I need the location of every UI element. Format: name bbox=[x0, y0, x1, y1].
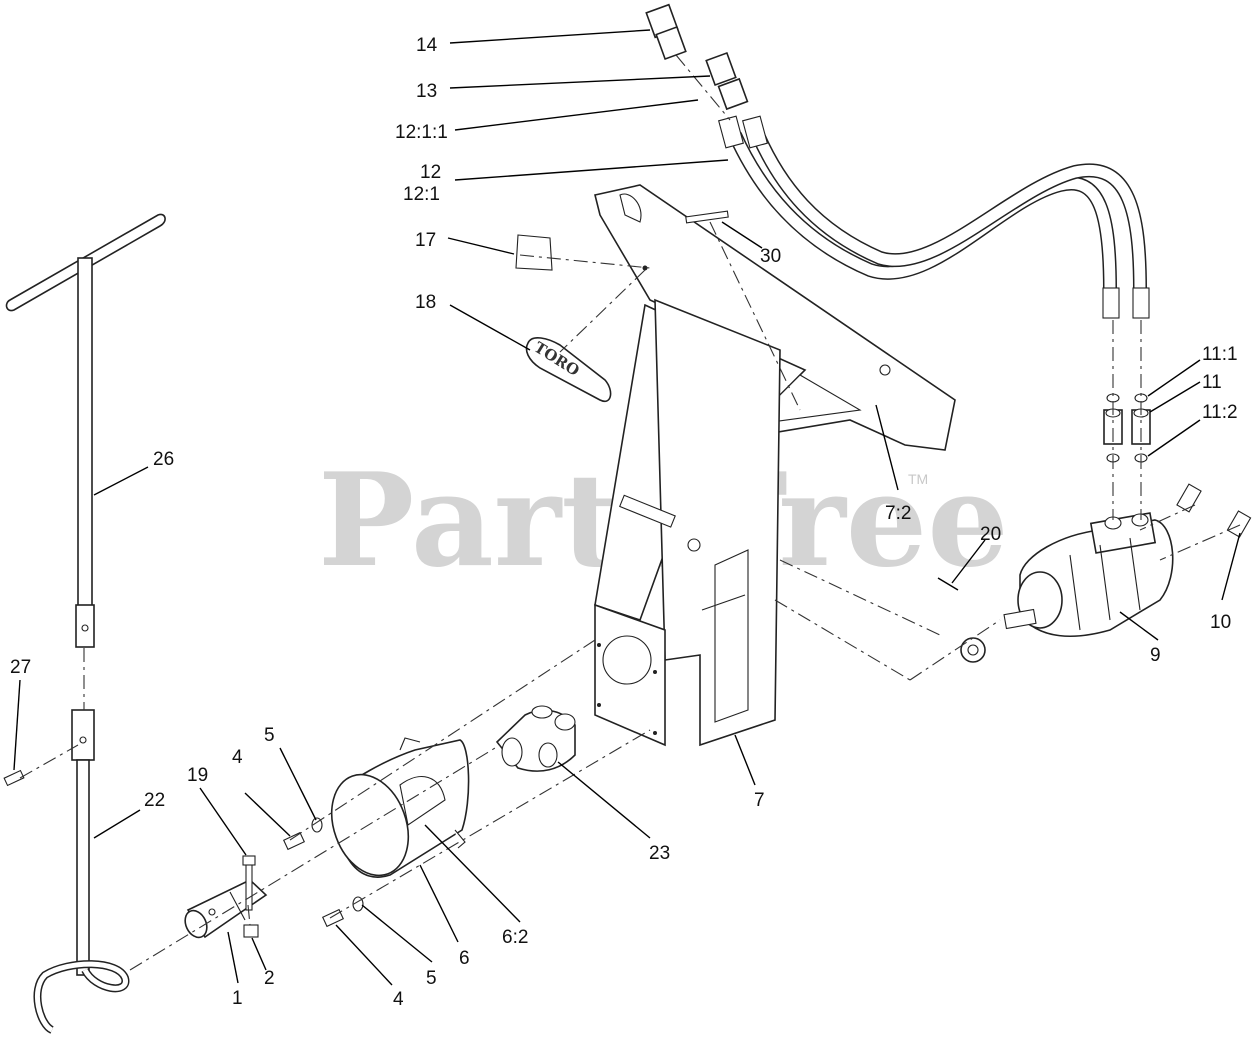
guard-6 bbox=[330, 737, 470, 878]
hydraulic-hoses bbox=[718, 115, 1150, 319]
quick-coupler-13 bbox=[705, 51, 749, 111]
main-bracket-7 bbox=[594, 298, 781, 747]
callout-7: 7 bbox=[754, 790, 765, 811]
callout-4-upper: 4 bbox=[232, 747, 243, 768]
leader-lines bbox=[13, 29, 1241, 986]
callout-10: 10 bbox=[1210, 612, 1231, 633]
bolt-4-lower bbox=[321, 896, 364, 928]
alignment-lines bbox=[19, 221, 1241, 971]
bolt-4-upper bbox=[282, 817, 323, 851]
callout-17: 17 bbox=[415, 230, 436, 251]
watermark-trademark: TM bbox=[908, 471, 928, 487]
callout-22: 22 bbox=[144, 790, 165, 811]
callout-12-1-1: 12:1:1 bbox=[395, 122, 448, 143]
callout-14: 14 bbox=[416, 35, 438, 56]
callout-6-2: 6:2 bbox=[502, 927, 528, 948]
callout-4-lower: 4 bbox=[393, 989, 404, 1010]
callout-labels: 14 13 12:1:1 12 12:1 17 30 18 11:1 11 11… bbox=[10, 35, 1238, 1010]
auger-adapter-23 bbox=[495, 705, 576, 772]
callout-1: 1 bbox=[232, 988, 243, 1009]
decal-17 bbox=[515, 234, 553, 271]
callout-6: 6 bbox=[459, 948, 470, 969]
decal-18: TORO bbox=[525, 337, 612, 403]
callout-2: 2 bbox=[264, 968, 275, 989]
callout-18: 18 bbox=[415, 292, 436, 313]
hook-bar-22 bbox=[33, 709, 130, 1034]
callout-11: 11 bbox=[1202, 372, 1222, 393]
nut-2 bbox=[243, 924, 259, 938]
callout-13: 13 bbox=[416, 81, 437, 102]
fittings-11 bbox=[1103, 393, 1151, 463]
callout-11-2: 11:2 bbox=[1202, 402, 1238, 423]
bolts-10 bbox=[1176, 483, 1252, 538]
callout-19: 19 bbox=[187, 765, 208, 786]
pin-27 bbox=[3, 769, 25, 787]
callout-30: 30 bbox=[760, 246, 781, 267]
callout-20: 20 bbox=[980, 524, 1001, 545]
callout-23: 23 bbox=[649, 843, 670, 864]
callout-9: 9 bbox=[1150, 645, 1161, 666]
quick-coupler-14 bbox=[645, 3, 687, 61]
callout-5-upper: 5 bbox=[264, 725, 275, 746]
pin-30 bbox=[685, 210, 729, 224]
callout-5-lower: 5 bbox=[426, 968, 437, 989]
mount-plate bbox=[594, 184, 956, 451]
callout-26: 26 bbox=[153, 449, 174, 470]
callout-7-2: 7:2 bbox=[885, 503, 911, 524]
callout-12: 12 bbox=[420, 162, 441, 183]
key-20 bbox=[937, 577, 959, 591]
callout-11-1: 11:1 bbox=[1202, 344, 1238, 365]
callout-27: 27 bbox=[10, 657, 31, 678]
t-handle-26 bbox=[5, 213, 166, 648]
callout-12-1: 12:1 bbox=[403, 184, 440, 205]
hydraulic-motor-9 bbox=[1003, 512, 1174, 638]
